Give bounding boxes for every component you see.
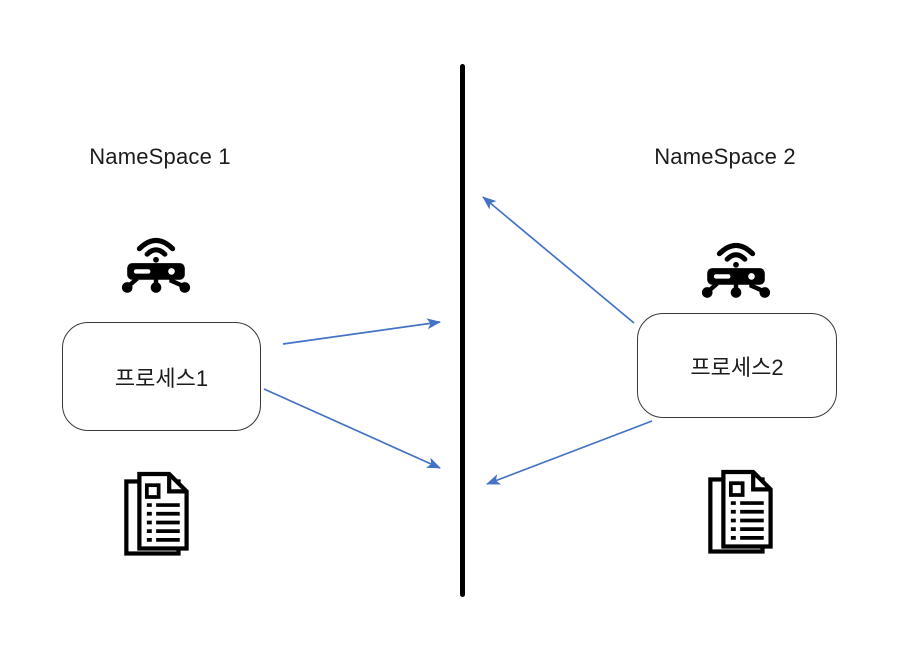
arrow-process1-to-boundary-upper [282,318,441,345]
process2-box: 프로세스2 [637,313,837,418]
process2-label: 프로세스2 [690,354,784,380]
arrow-process1-to-boundary-lower [263,388,441,469]
process1-label: 프로세스1 [114,365,209,391]
process1-box: 프로세스1 [62,322,261,431]
stacked-documents-icon [706,469,783,557]
arrow-process2-to-boundary-lower [486,420,653,485]
namespace2-title: NameSpace 2 [654,144,796,169]
namespace1-title: NameSpace 1 [89,144,231,169]
arrow-process2-to-boundary-upper [482,196,635,324]
stacked-documents-icon [122,471,199,559]
wifi-network-hub-icon [118,231,194,293]
namespace-boundary-line [460,64,465,597]
wifi-network-hub-icon [698,236,774,298]
